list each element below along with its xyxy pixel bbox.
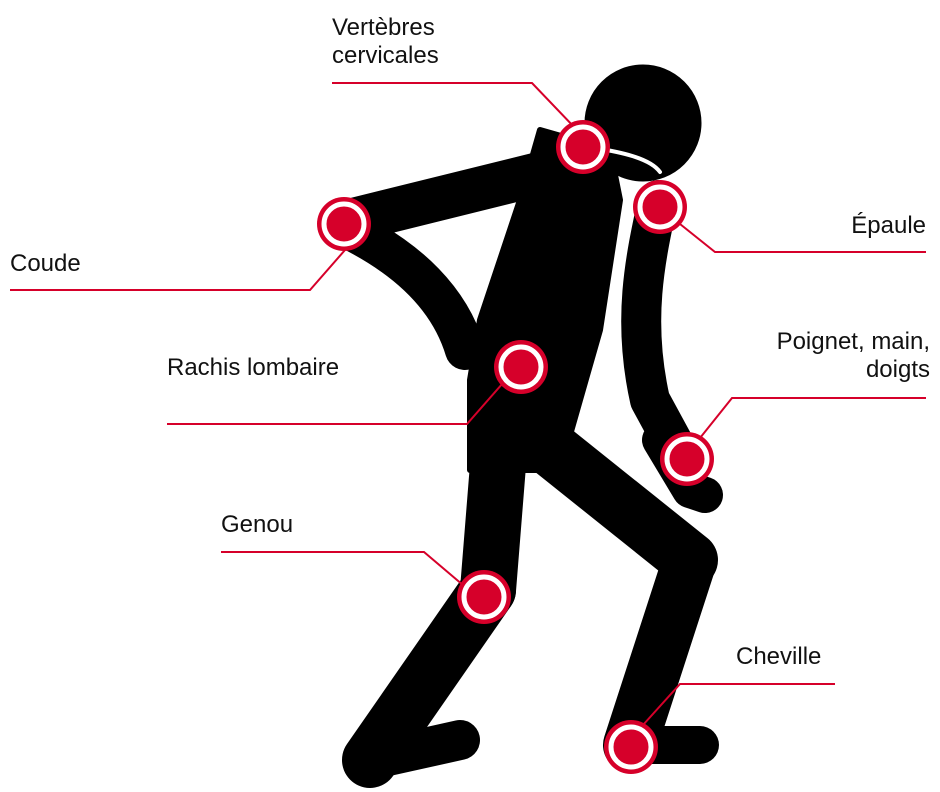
marker-shoulder [633,180,687,234]
label-knee: Genou [221,511,293,539]
label-wrist-line1: Poignet, main, [777,328,930,356]
marker-knee [457,570,511,624]
leader-line-knee [221,552,470,591]
label-cervical-line2: cervicales [332,42,439,70]
human-silhouette [345,65,705,760]
marker-ankle [604,720,658,774]
marker-elbow [317,197,371,251]
front-foot [370,740,460,760]
leader-line-cervical [332,83,575,128]
label-elbow: Coude [10,250,81,278]
label-lumbar: Rachis lombaire [167,354,339,382]
label-cervical: Vertèbres cervicales [332,14,439,70]
marker-wrist [660,432,714,486]
label-wrist: Poignet, main, doigts [777,328,930,384]
back-shin [630,560,690,745]
label-ankle: Cheville [736,643,821,671]
label-wrist-line2: doigts [777,356,930,384]
label-shoulder: Épaule [851,212,926,240]
leader-line-wrist [700,398,926,438]
forearm [350,230,465,350]
marker-cervical [556,120,610,174]
label-cervical-line1: Vertèbres [332,14,439,42]
marker-lumbar [494,340,548,394]
leader-line-lumbar [167,375,510,424]
